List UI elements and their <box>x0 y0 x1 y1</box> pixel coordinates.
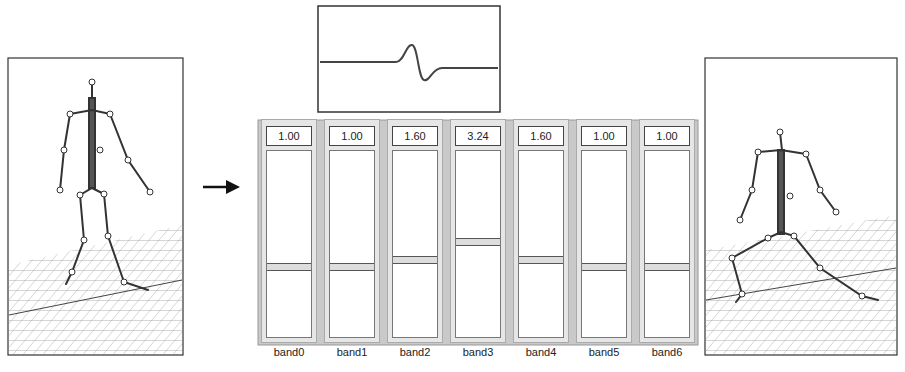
slider-thumb <box>519 256 563 264</box>
filter-curve <box>318 6 500 112</box>
slider-track <box>266 150 312 338</box>
slider-band: 1.00band0 <box>262 120 316 342</box>
slider-track <box>581 150 627 338</box>
band-label: band1 <box>337 346 368 358</box>
band-label: band0 <box>274 346 305 358</box>
gain-value: 1.00 <box>644 126 690 146</box>
band-label: band2 <box>400 346 431 358</box>
running-figure <box>705 58 897 355</box>
slider-thumb <box>330 263 374 271</box>
slider-band: 1.00band1 <box>325 120 379 342</box>
gain-value: 3.24 <box>455 126 501 146</box>
slider-band: 3.24band3 <box>451 120 505 342</box>
slider-track <box>644 150 690 338</box>
slider-band: 1.60band4 <box>514 120 568 342</box>
slider-track <box>392 150 438 338</box>
gain-value: 1.00 <box>266 126 312 146</box>
slider-band: 1.60band2 <box>388 120 442 342</box>
gain-value: 1.00 <box>329 126 375 146</box>
band-label: band4 <box>526 346 557 358</box>
slider-track <box>455 150 501 338</box>
gain-value: 1.60 <box>392 126 438 146</box>
slider-band: 1.00band6 <box>640 120 694 342</box>
slider-panel <box>258 120 698 345</box>
gain-value: 1.60 <box>518 126 564 146</box>
slider-thumb <box>456 238 500 246</box>
gain-value: 1.00 <box>581 126 627 146</box>
slider-band: 1.00band5 <box>577 120 631 342</box>
slider-track <box>518 150 564 338</box>
slider-track <box>329 150 375 338</box>
slider-thumb <box>582 263 626 271</box>
band-label: band3 <box>463 346 494 358</box>
slider-thumb <box>645 263 689 271</box>
slider-thumb <box>267 263 311 271</box>
band-label: band5 <box>589 346 620 358</box>
band-label: band6 <box>652 346 683 358</box>
walking-figure <box>8 58 183 355</box>
slider-thumb <box>393 256 437 264</box>
